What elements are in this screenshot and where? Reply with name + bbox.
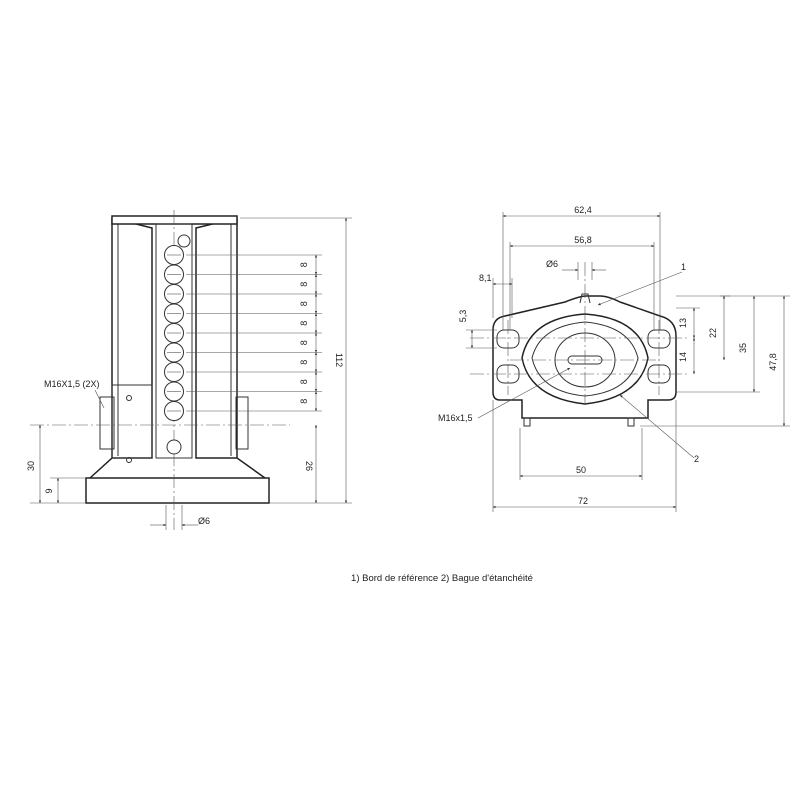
right-foot — [627, 417, 635, 427]
axis-height-label: 30 — [26, 461, 36, 471]
offset-8-1-label: 8,1 — [479, 273, 492, 283]
pitch-dimensions: 8 8 8 8 8 8 8 8 — [186, 254, 322, 412]
legend-caption: 1) Bord de référence 2) Bague d'étanchéi… — [351, 573, 533, 584]
bottom-ball — [166, 439, 182, 455]
screw-hole-icon — [126, 395, 132, 401]
side-thread-label: M16X1,5 (2X) — [44, 379, 100, 389]
pitch-label: 8 — [299, 301, 309, 306]
slot-5-3-label: 5,3 — [458, 310, 468, 323]
pitch-label: 8 — [299, 340, 309, 345]
pitch-label: 8 — [299, 262, 309, 267]
left-housing-block — [111, 384, 153, 459]
pin-diameter-label: Ø6 — [198, 516, 210, 526]
pitch-label: 8 — [299, 379, 309, 384]
dim-35-label: 35 — [738, 343, 748, 353]
base-width-outer-label: 72 — [578, 496, 588, 506]
dim-22-label: 22 — [708, 328, 718, 338]
base-width-inner-label: 50 — [576, 465, 586, 475]
side-view: 8 8 8 8 8 8 8 8 112 26 30 9 M16X1,5 (2X) Ø6 — [26, 210, 352, 530]
base-height-label: 9 — [44, 488, 54, 493]
roller-stack — [164, 234, 191, 455]
pitch-label: 8 — [299, 399, 309, 404]
seal-ring — [531, 321, 639, 397]
center-boss — [521, 313, 649, 405]
dim-47-8-label: 47,8 — [768, 353, 778, 371]
left-column — [89, 217, 153, 479]
overall-height-label: 112 — [334, 353, 344, 367]
top-cap — [111, 215, 238, 225]
front-view: 62,4 56,8 Ø6 8,1 5,3 13 22 14 — [438, 205, 790, 512]
dim-14-label: 14 — [678, 352, 688, 362]
screw-hole-icon — [126, 457, 132, 463]
callout-1-label: 1 — [681, 262, 686, 272]
width-outer-label: 62,4 — [574, 205, 592, 215]
base-plate — [85, 477, 270, 504]
left-foot — [523, 417, 531, 427]
lower-offset-label: 26 — [304, 461, 314, 471]
front-thread-label: M16x1,5 — [438, 413, 473, 423]
width-inner-label: 56,8 — [574, 235, 592, 245]
pitch-label: 8 — [299, 321, 309, 326]
pitch-label: 8 — [299, 282, 309, 287]
right-thread-boss — [235, 396, 249, 450]
top-ball — [177, 234, 191, 248]
pitch-label: 8 — [299, 360, 309, 365]
hole-diameter-label: Ø6 — [546, 259, 558, 269]
dim-13-label: 13 — [678, 318, 688, 328]
callout-2-label: 2 — [694, 454, 699, 464]
left-thread-boss — [99, 396, 115, 450]
